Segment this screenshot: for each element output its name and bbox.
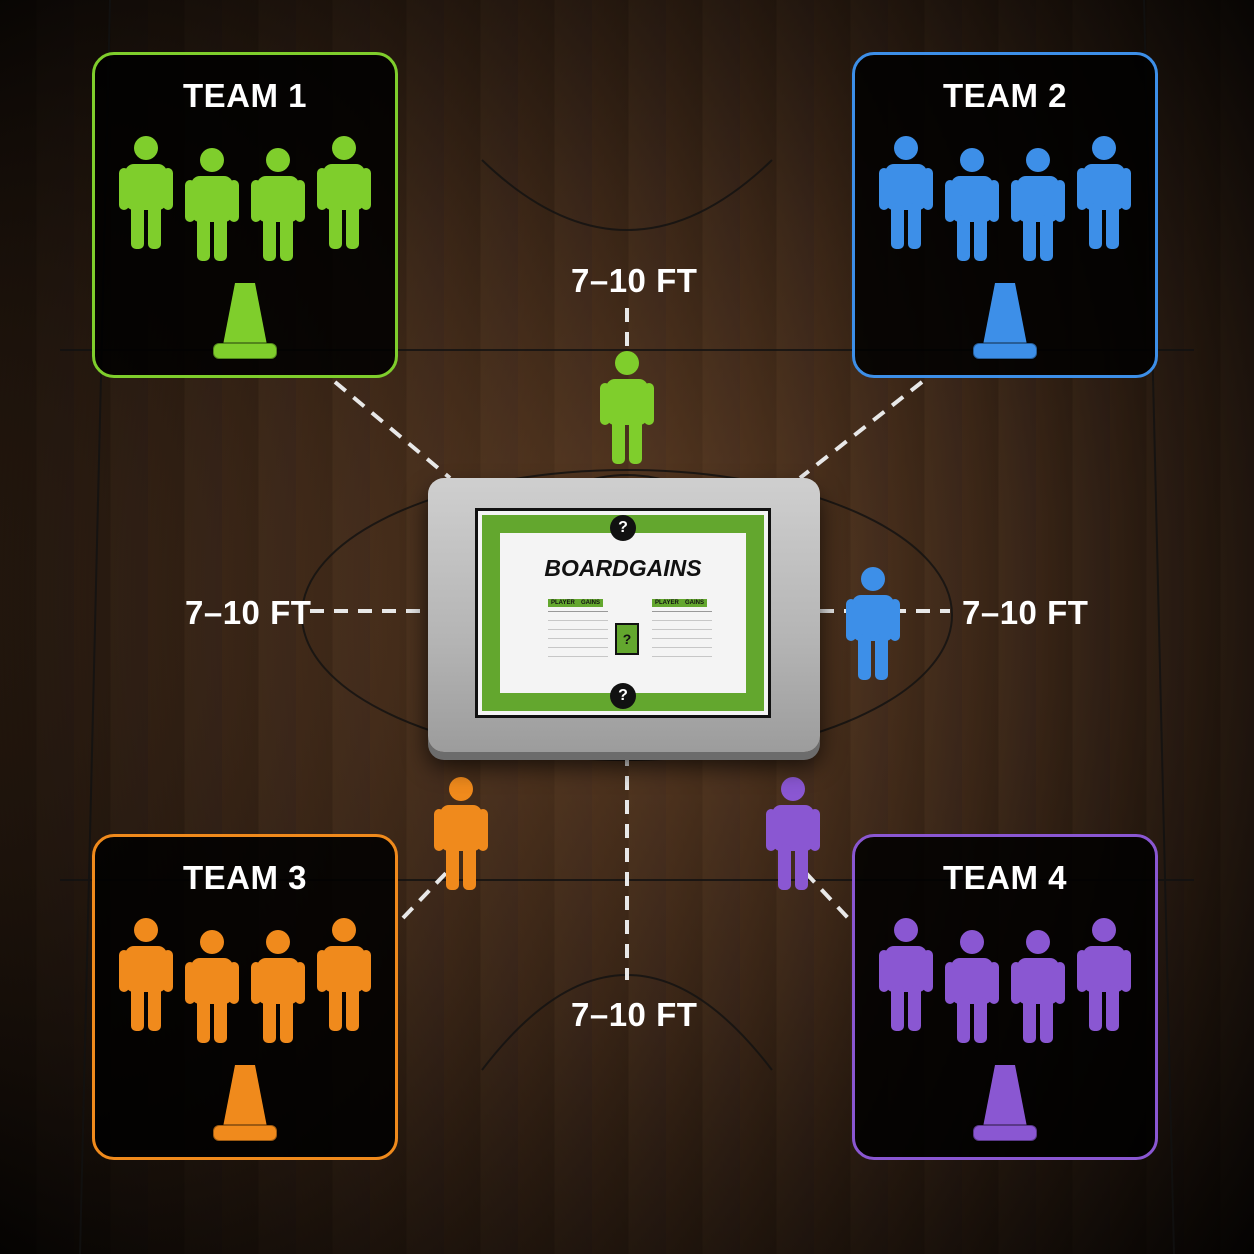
connector-team4 <box>803 870 850 920</box>
team-1-box: TEAM 1 <box>92 52 398 378</box>
player-icon-green <box>600 351 654 464</box>
distance-label-top: 7–10 FT <box>571 262 698 299</box>
person-icon <box>1077 918 1131 1031</box>
person-icon <box>945 930 999 1043</box>
distance-label-bottom: 7–10 FT <box>571 996 698 1033</box>
team-3-players <box>95 917 395 1052</box>
connector-team2 <box>798 380 924 480</box>
person-icon <box>317 918 371 1031</box>
team-2-box: TEAM 2 <box>852 52 1158 378</box>
cone-icon <box>213 283 277 360</box>
board-col-gains-right: GAINS <box>682 599 708 607</box>
board-col-player-right: PLAYER <box>652 599 682 607</box>
cone-icon <box>973 1065 1037 1142</box>
board-question-top: ? <box>610 515 636 541</box>
person-icon <box>879 136 933 249</box>
connector-team1 <box>333 380 452 480</box>
board-col-gains-left: GAINS <box>578 599 604 607</box>
person-icon <box>119 918 173 1031</box>
player-icon-orange <box>434 777 488 890</box>
board-logo: BOARDGAINS <box>544 555 702 581</box>
team-3-title: TEAM 3 <box>182 859 307 896</box>
board-rim <box>482 515 764 711</box>
distance-label-left: 7–10 FT <box>185 594 312 631</box>
table: BOARDGAINS PLAYER GAINS PLAYER GAINS ? ?… <box>428 478 820 752</box>
person-icon <box>185 148 239 261</box>
person-icon <box>1011 148 1065 261</box>
board-score-lines-right <box>652 611 712 658</box>
person-icon <box>251 148 305 261</box>
team-1-players <box>95 135 395 270</box>
top-key-arc <box>481 159 773 231</box>
team-2-players <box>855 135 1155 270</box>
board-question-bottom: ? <box>610 683 636 709</box>
board-col-player-left: PLAYER <box>548 599 578 607</box>
cone-icon <box>213 1065 277 1142</box>
board-center-question: ? <box>615 623 639 655</box>
person-icon <box>1011 930 1065 1043</box>
player-icon-purple <box>766 777 820 890</box>
person-icon <box>317 136 371 249</box>
player-icon-blue <box>846 567 900 680</box>
person-icon <box>879 918 933 1031</box>
team-4-players <box>855 917 1155 1052</box>
game-board: BOARDGAINS PLAYER GAINS PLAYER GAINS ? ?… <box>475 508 771 718</box>
person-icon <box>185 930 239 1043</box>
connector-team3 <box>401 870 449 920</box>
team-3-box: TEAM 3 <box>92 834 398 1160</box>
person-icon <box>119 136 173 249</box>
team-4-title: TEAM 4 <box>942 859 1067 896</box>
team-4-box: TEAM 4 <box>852 834 1158 1160</box>
person-icon <box>251 930 305 1043</box>
distance-label-right: 7–10 FT <box>962 594 1089 631</box>
cone-icon <box>973 283 1037 360</box>
person-icon <box>1077 136 1131 249</box>
board-score-lines-left <box>548 611 608 658</box>
team-2-title: TEAM 2 <box>942 77 1067 114</box>
team-1-title: TEAM 1 <box>182 77 307 114</box>
person-icon <box>945 148 999 261</box>
